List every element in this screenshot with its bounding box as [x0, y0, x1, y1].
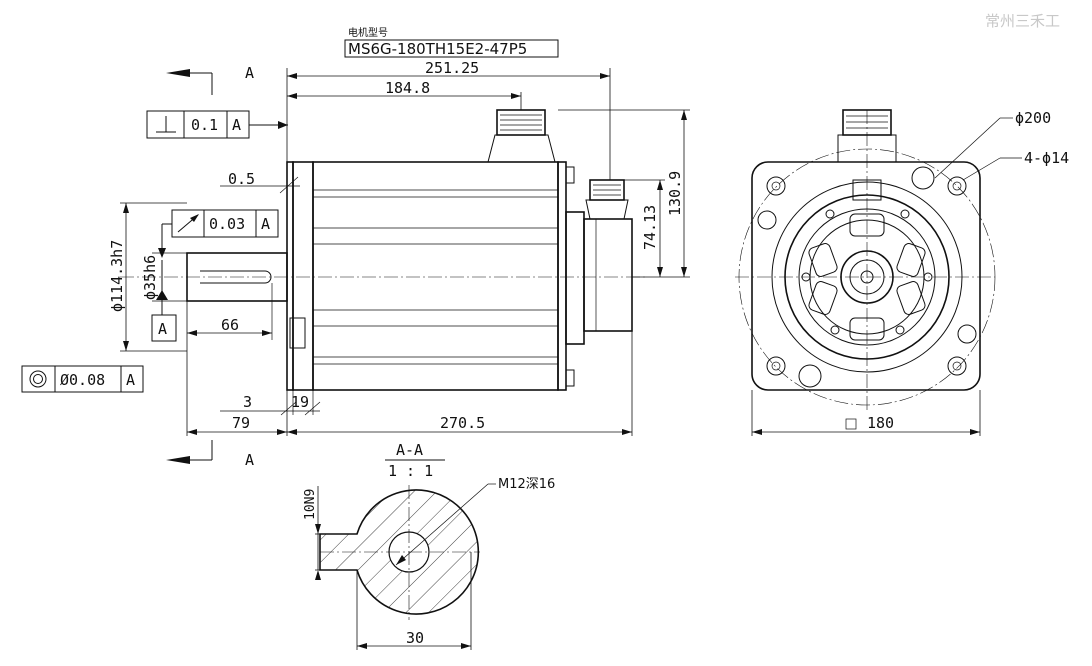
dim-shaft-len: 79	[232, 414, 250, 432]
encoder-connector	[585, 179, 629, 220]
concentricity-frame: Ø0.08 A	[21, 365, 144, 393]
watermark: 常州三禾工	[985, 12, 1060, 30]
front-view: ϕ200 4-ϕ14 180	[735, 109, 1069, 436]
section-label-bottom: A	[245, 451, 254, 469]
section-height: 10N9	[303, 489, 318, 520]
square-icon	[845, 418, 857, 430]
section-label-top: A	[245, 64, 254, 82]
datum-label: A	[158, 320, 167, 338]
power-connector	[487, 109, 556, 163]
concentricity-value: Ø0.08	[60, 371, 105, 389]
model-caption: 电机型号	[348, 26, 388, 39]
dim-flange-thk: 19	[291, 393, 309, 411]
dim-shaft-dia: ϕ35h6	[141, 255, 159, 300]
dim-square: 180	[867, 414, 894, 432]
perpendicularity-value: 0.1	[191, 116, 218, 134]
dim-key-length: 66	[221, 316, 239, 334]
dim-spigot-len: 3	[243, 393, 252, 411]
datum-marker: A	[151, 260, 177, 342]
section-mark-top: A	[166, 64, 254, 95]
dim-height-a: 74.13	[641, 205, 659, 250]
model-label: 电机型号 MS6G-180TH15E2-47P5	[344, 26, 559, 58]
dim-pcd: ϕ200	[1015, 109, 1051, 127]
perpendicular-icon	[156, 116, 176, 133]
dim-holes: 4-ϕ14	[1024, 149, 1069, 167]
section-thread: M12深16	[498, 477, 555, 492]
concentricity-datum: A	[126, 371, 135, 389]
dim-spigot-dia: ϕ114.3h7	[108, 240, 126, 312]
section-title: A-A	[396, 441, 423, 459]
dim-connector-pos: 184.8	[385, 79, 430, 97]
encoder-cover	[565, 211, 633, 345]
section-mark-bottom: A	[166, 440, 254, 469]
dim-total-length: 251.25	[425, 59, 479, 77]
runout-value: 0.03	[209, 215, 245, 233]
flange	[286, 161, 314, 391]
section-width: 30	[406, 629, 424, 647]
dim-height-b: 130.9	[666, 171, 684, 216]
mounting-holes	[757, 166, 977, 388]
dim-body-len: 270.5	[440, 414, 485, 432]
runout-arrow-icon	[177, 214, 199, 233]
concentricity-icon	[29, 370, 47, 388]
model-code: MS6G-180TH15E2-47P5	[348, 40, 527, 58]
dim-flange-gap: 0.5	[228, 170, 255, 188]
motor-body	[312, 161, 575, 391]
runout-datum: A	[261, 215, 270, 233]
perpendicularity-frame: 0.1 A	[146, 110, 288, 139]
side-view: 251.25 184.8 0.5 ϕ114.3h7 ϕ35h6 66 3	[108, 59, 690, 436]
section-scale: 1 : 1	[388, 462, 433, 480]
perpendicularity-datum: A	[232, 116, 241, 134]
runout-frame: 0.03 A	[158, 209, 279, 258]
section-view: A-A 1 : 1 M12深16 10N9 30	[303, 441, 555, 650]
